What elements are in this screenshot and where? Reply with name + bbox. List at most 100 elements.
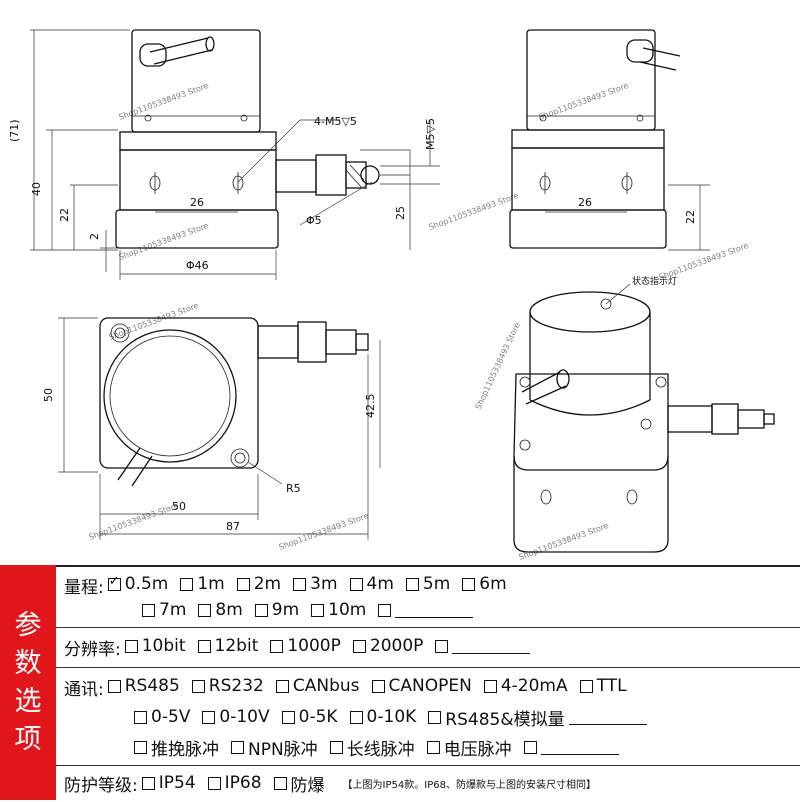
blank-fill-line [452, 639, 531, 654]
checkbox[interactable] [198, 603, 212, 617]
checkbox[interactable] [197, 639, 211, 653]
resolution-option[interactable]: 10bit [124, 636, 186, 656]
comm-option[interactable]: 0-10K [349, 707, 416, 727]
checkbox[interactable] [329, 740, 343, 754]
checkbox[interactable] [231, 740, 244, 754]
comm-options-c: 推挽脉冲 NPN脉冲长线脉冲电压脉冲 [134, 735, 631, 760]
checkbox[interactable] [349, 710, 363, 724]
checkbox[interactable] [124, 639, 138, 653]
comm-option[interactable]: 4-20mA [483, 676, 568, 697]
option-label: RS485 [124, 676, 180, 697]
checkbox[interactable] [426, 740, 440, 754]
option-label: CANbus [292, 676, 360, 697]
checkbox[interactable] [202, 710, 216, 724]
comm-option[interactable]: 0-10V [202, 707, 270, 727]
option-label: 12bit [214, 636, 259, 657]
dim-22-right: 22 [684, 210, 697, 224]
checkbox[interactable] [236, 577, 250, 591]
range-option[interactable]: 4m [349, 574, 394, 594]
checkbox[interactable] [428, 710, 442, 724]
resolution-label: 分辨率: [64, 639, 121, 660]
option-label: 4-20mA [500, 676, 568, 697]
dim-thread-front: 4-M5▽5 [314, 115, 357, 128]
checkbox[interactable] [134, 710, 147, 724]
checkbox[interactable] [349, 577, 363, 591]
comm-option[interactable]: CANbus [275, 676, 360, 697]
option-label: 5m [422, 574, 451, 595]
range-option[interactable]: 3m [293, 574, 338, 595]
checkbox[interactable] [579, 679, 593, 693]
comm-option[interactable]: 长线脉冲 [329, 735, 415, 760]
checkbox[interactable] [141, 776, 155, 790]
checkbox[interactable] [352, 639, 366, 653]
dim-87: 87 [226, 520, 240, 533]
comm-option[interactable]: TTL [579, 676, 627, 696]
checkbox[interactable] [311, 603, 325, 617]
checkbox[interactable] [142, 603, 155, 617]
range-option[interactable]: 2m [236, 574, 282, 595]
checkbox[interactable] [254, 603, 268, 617]
comm-option[interactable]: NPN脉冲 [231, 735, 318, 760]
range-option[interactable]: 7m [142, 600, 186, 620]
option-label: 防爆 [290, 775, 325, 796]
comm-option[interactable]: RS232 [191, 676, 264, 696]
option-label: 0-5K [298, 707, 338, 727]
dim-26-side: 26 [578, 196, 592, 209]
protection-note: 【上图为IP54款。IP68、防爆款与上图的安装尺寸相同】 [342, 779, 596, 791]
comm-option[interactable] [523, 740, 619, 755]
comm-option[interactable]: RS485&模拟量 [428, 705, 647, 730]
checkbox[interactable] [523, 740, 537, 754]
resolution-option[interactable]: 2000P [352, 636, 423, 656]
range-option[interactable]: 8m [198, 600, 243, 620]
resolution-option[interactable]: 12bit [197, 636, 259, 657]
range-option[interactable]: 10m [311, 600, 366, 620]
range-option[interactable] [378, 603, 474, 618]
checkbox[interactable] [275, 679, 289, 693]
comm-option[interactable]: 电压脉冲 [426, 735, 512, 760]
option-label: 1m [197, 574, 225, 595]
checkbox[interactable] [207, 776, 221, 790]
protection-option[interactable]: 防爆 [273, 771, 325, 796]
comm-option[interactable]: CANOPEN [371, 676, 472, 696]
comm-option[interactable]: 0-5K [281, 707, 338, 727]
option-label: 2m [253, 574, 282, 595]
resolution-options: 10bit 12bit 1000P 2000P [124, 636, 543, 658]
checkbox[interactable] [134, 740, 147, 754]
checkbox[interactable] [483, 679, 497, 693]
checkbox[interactable] [371, 679, 385, 693]
dim-5: Φ5 [306, 214, 322, 227]
checkbox[interactable] [191, 679, 205, 693]
range-option[interactable]: 6m [462, 574, 507, 594]
checkbox[interactable] [107, 679, 121, 693]
checkbox[interactable] [378, 603, 392, 617]
checkbox[interactable] [273, 776, 287, 790]
checkbox[interactable] [435, 639, 449, 653]
watermark: Shop1105338493 Store [278, 511, 370, 552]
checkbox[interactable] [180, 577, 194, 591]
protection-option[interactable]: IP54 [141, 773, 196, 793]
range-option[interactable]: 5m [405, 574, 451, 595]
watermark: Shop1105338493 Store [88, 501, 180, 542]
checkbox[interactable] [462, 577, 476, 591]
checkbox[interactable] [270, 639, 284, 653]
comm-option[interactable]: 推挽脉冲 [134, 735, 219, 760]
side-title-char: 项 [14, 723, 42, 755]
option-label: 3m [310, 574, 338, 595]
checkbox[interactable] [281, 710, 295, 724]
comm-option[interactable]: RS485 [107, 676, 180, 697]
comm-option[interactable]: 0-5V [134, 707, 190, 727]
checkbox[interactable] [107, 574, 121, 591]
checkbox[interactable] [293, 577, 307, 591]
checkbox[interactable] [405, 577, 419, 591]
comm-options-b: 0-5V 0-10V 0-5K 0-10K RS485&模拟量 [134, 705, 659, 730]
range-option[interactable]: 9m [254, 600, 299, 620]
range-option[interactable]: 0.5m [107, 574, 168, 594]
resolution-option[interactable]: 1000P [270, 636, 341, 656]
range-option[interactable]: 1m [180, 574, 225, 595]
protection-label: 防护等级: [64, 775, 138, 796]
protection-option[interactable]: IP68 [207, 773, 262, 793]
resolution-option[interactable] [435, 639, 531, 654]
